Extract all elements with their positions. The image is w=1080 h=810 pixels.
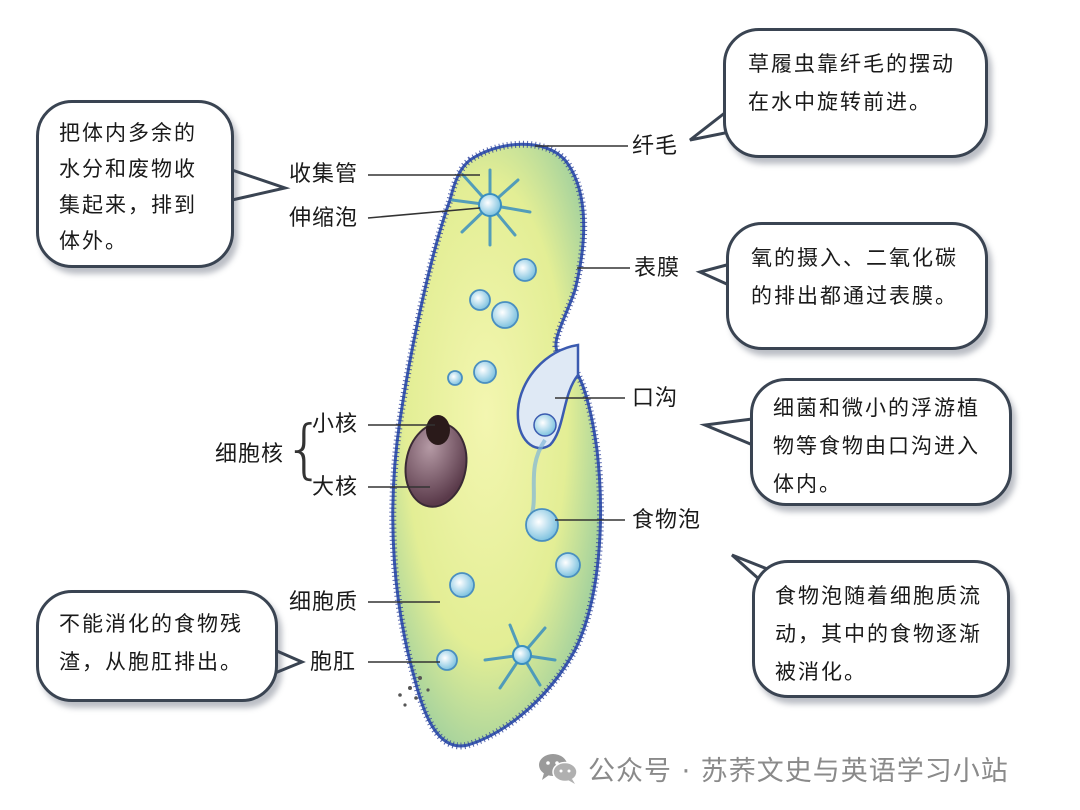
bubble-line: 集起来，排到	[59, 193, 197, 217]
bubble-line: 物等食物由口沟进入	[773, 434, 980, 458]
bubble-line: 水分和废物收	[59, 157, 197, 181]
label-cilia: 纤毛	[632, 134, 679, 159]
bubble-line: 动，其中的食物逐渐	[775, 622, 982, 646]
nucleus-brace: {	[284, 413, 325, 487]
lower-contractile-vacuole	[483, 623, 557, 690]
bubble-anal-note: 不能消化的食物残 渣，从胞肛排出。	[36, 590, 278, 702]
bubble-food-note: 食物泡随着细胞质流 动，其中的食物逐渐 被消化。	[752, 560, 1010, 698]
bubble-line: 把体内多余的	[59, 121, 197, 145]
bubble-line: 氧的摄入、二氧化碳	[751, 246, 958, 270]
forming-food-vacuole	[533, 413, 557, 437]
bubble-line: 被消化。	[775, 660, 867, 684]
waste-particles	[398, 676, 430, 707]
upper-contractile-vacuole	[450, 168, 532, 247]
label-contractile-vacuole: 伸缩泡	[289, 206, 359, 231]
bubble-line: 体内。	[773, 472, 842, 496]
bubble-line: 草履虫靠纤毛的摆动	[748, 52, 955, 76]
bubble-line: 食物泡随着细胞质流	[775, 584, 982, 608]
bubble-line: 在水中旋转前进。	[748, 90, 932, 114]
label-food-vacuole: 食物泡	[632, 508, 702, 533]
bubble-line: 不能消化的食物残	[59, 612, 243, 636]
wechat-icon	[539, 754, 578, 784]
bubble-groove-note: 细菌和微小的浮游植 物等食物由口沟进入 体内。	[750, 378, 1012, 506]
label-nucleus: 细胞核	[215, 442, 285, 467]
micronucleus-shape	[426, 415, 450, 445]
bubble-cilia-note: 草履虫靠纤毛的摆动 在水中旋转前进。	[723, 28, 988, 158]
label-cytoplasm: 细胞质	[289, 590, 359, 615]
bubble-line: 渣，从胞肛排出。	[59, 650, 243, 674]
watermark: 公众号 · 苏荞文史与英语学习小站	[538, 748, 1009, 788]
bubble-line: 体外。	[59, 229, 128, 253]
label-membrane: 表膜	[634, 256, 681, 281]
label-macronucleus: 大核	[312, 475, 359, 500]
label-micronucleus: 小核	[312, 412, 359, 437]
watermark-text: 公众号 · 苏荞文史与英语学习小站	[588, 755, 1009, 787]
bubble-membrane-note: 氧的摄入、二氧化碳 的排出都通过表膜。	[726, 222, 988, 350]
label-anal-pore: 胞肛	[310, 650, 357, 675]
label-collecting-tube: 收集管	[289, 162, 359, 187]
label-oral-groove: 口沟	[632, 386, 679, 411]
bubble-line: 的排出都通过表膜。	[751, 284, 958, 308]
leader-lines	[367, 145, 630, 663]
paramecium-body	[391, 142, 602, 748]
oral-groove-shape	[516, 343, 580, 450]
food-vacuoles	[436, 258, 581, 671]
bubble-line: 细菌和微小的浮游植	[773, 396, 980, 420]
bubble-vacuole-note: 把体内多余的 水分和废物收 集起来，排到 体外。	[36, 100, 234, 268]
